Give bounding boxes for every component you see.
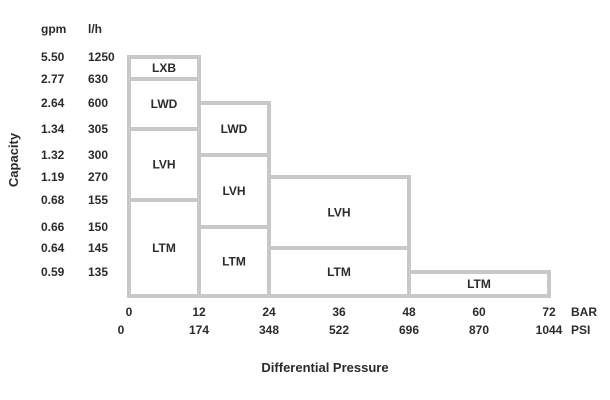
- x-tick-bar-1: 12: [192, 305, 206, 319]
- x-tick-psi-5: 870: [469, 323, 489, 337]
- x-unit-bar: BAR: [571, 305, 597, 319]
- region-box-ltm-9: [407, 270, 551, 298]
- region-label-ltm-9: LTM: [467, 277, 491, 291]
- y-tick-gpm-5: 1.19: [41, 170, 65, 184]
- x-tick-layer: 0 12 24 36 48 60 72 0 174 348 522 696 870 1044: [118, 305, 563, 337]
- x-tick-bar-3: 36: [332, 305, 346, 319]
- y-unit-lh: l/h: [88, 22, 102, 36]
- region-label-lwd-1: LWD: [151, 97, 178, 111]
- x-tick-bar-6: 72: [542, 305, 556, 319]
- x-tick-psi-3: 522: [329, 323, 349, 337]
- y-tick-lh-4: 300: [88, 148, 108, 162]
- x-tick-psi-4: 696: [399, 323, 419, 337]
- y-tick-gpm-2: 2.64: [41, 96, 65, 110]
- x-axis-title: Differential Pressure: [261, 360, 388, 375]
- y-tick-gpm-6: 0.68: [41, 193, 65, 207]
- region-label-lvh-5: LVH: [222, 184, 245, 198]
- region-label-ltm-6: LTM: [222, 255, 246, 269]
- y-tick-lh-1: 630: [88, 72, 108, 86]
- y-tick-gpm-0: 5.50: [41, 50, 65, 64]
- x-tick-bar-4: 48: [402, 305, 416, 319]
- y-tick-gpm-9: 0.59: [41, 265, 65, 279]
- y-tick-gpm-7: 0.66: [41, 220, 65, 234]
- region-label-lxb-0: LXB: [152, 61, 176, 75]
- y-axis-title: Capacity: [6, 132, 21, 187]
- y-tick-gpm-3: 1.34: [41, 122, 65, 136]
- x-unit-psi: PSI: [571, 323, 590, 337]
- y-tick-gpm-1: 2.77: [41, 72, 65, 86]
- x-tick-bar-5: 60: [472, 305, 486, 319]
- x-tick-psi-2: 348: [259, 323, 279, 337]
- region-label-lvh-2: LVH: [152, 158, 175, 172]
- x-tick-bar-0: 0: [126, 305, 133, 319]
- y-tick-lh-5: 270: [88, 170, 108, 184]
- x-tick-psi-0: 0: [118, 323, 125, 337]
- x-tick-psi-1: 174: [189, 323, 209, 337]
- y-tick-lh-6: 155: [88, 193, 108, 207]
- x-tick-bar-2: 24: [262, 305, 276, 319]
- y-tick-lh-9: 135: [88, 265, 108, 279]
- region-layer: LXB LWD LVH LTM LWD LVH LTM LVH LTM LTM: [127, 55, 551, 298]
- region-label-lwd-4: LWD: [221, 122, 248, 136]
- y-unit-gpm: gpm: [41, 22, 66, 36]
- y-tick-gpm-8: 0.64: [41, 241, 65, 255]
- y-tick-lh-8: 145: [88, 241, 108, 255]
- y-tick-lh-0: 1250: [88, 50, 115, 64]
- region-label-ltm-3: LTM: [152, 241, 176, 255]
- axes-layer: gpm l/h Capacity Differential Pressure B…: [6, 22, 597, 375]
- y-tick-layer: 5.50 1250 2.77 630 2.64 600 1.34 305 1.32 300 1.19…: [41, 50, 115, 279]
- y-tick-lh-3: 305: [88, 122, 108, 136]
- region-label-lvh-7: LVH: [327, 206, 350, 220]
- x-tick-psi-6: 1044: [536, 323, 563, 337]
- y-tick-lh-2: 600: [88, 96, 108, 110]
- y-tick-lh-7: 150: [88, 220, 108, 234]
- region-label-ltm-8: LTM: [327, 265, 351, 279]
- y-tick-gpm-4: 1.32: [41, 148, 65, 162]
